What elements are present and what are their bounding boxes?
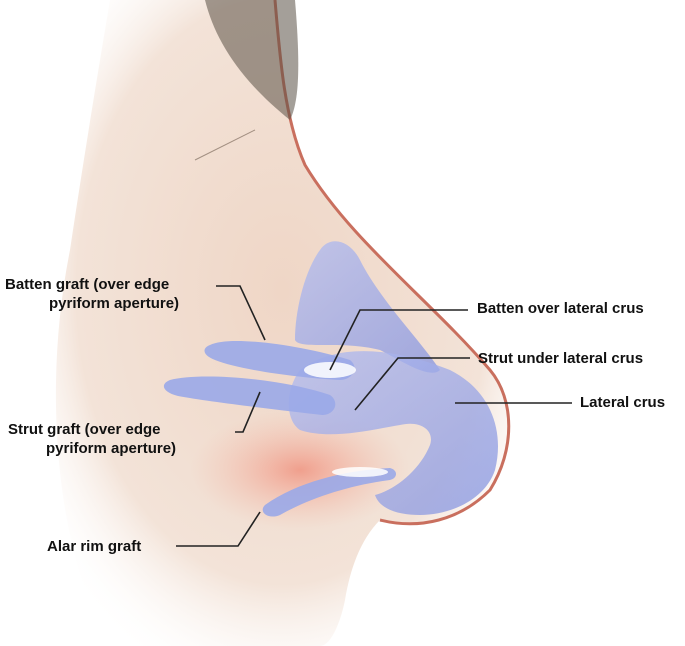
- label-strut-graft: Strut graft (over edge pyriform aperture…: [8, 420, 176, 458]
- label-batten-graft-line1: Batten graft (over edge: [5, 275, 179, 294]
- label-strut-under-lateral-crus-text: Strut under lateral crus: [478, 350, 643, 367]
- label-batten-over-lateral-crus: Batten over lateral crus: [477, 299, 644, 318]
- label-lateral-crus-text: Lateral crus: [580, 394, 665, 411]
- label-batten-over-lateral-crus-text: Batten over lateral crus: [477, 300, 644, 317]
- alar-rim-highlight: [332, 467, 388, 477]
- label-strut-under-lateral-crus: Strut under lateral crus: [478, 349, 643, 368]
- label-alar-rim-graft: Alar rim graft: [47, 537, 141, 556]
- label-strut-graft-line2: pyriform aperture): [8, 439, 176, 458]
- label-lateral-crus: Lateral crus: [580, 393, 665, 412]
- label-batten-graft: Batten graft (over edge pyriform apertur…: [5, 275, 179, 313]
- label-batten-graft-line2: pyriform aperture): [5, 294, 179, 313]
- label-strut-graft-line1: Strut graft (over edge: [8, 420, 176, 439]
- label-alar-rim-graft-text: Alar rim graft: [47, 538, 141, 555]
